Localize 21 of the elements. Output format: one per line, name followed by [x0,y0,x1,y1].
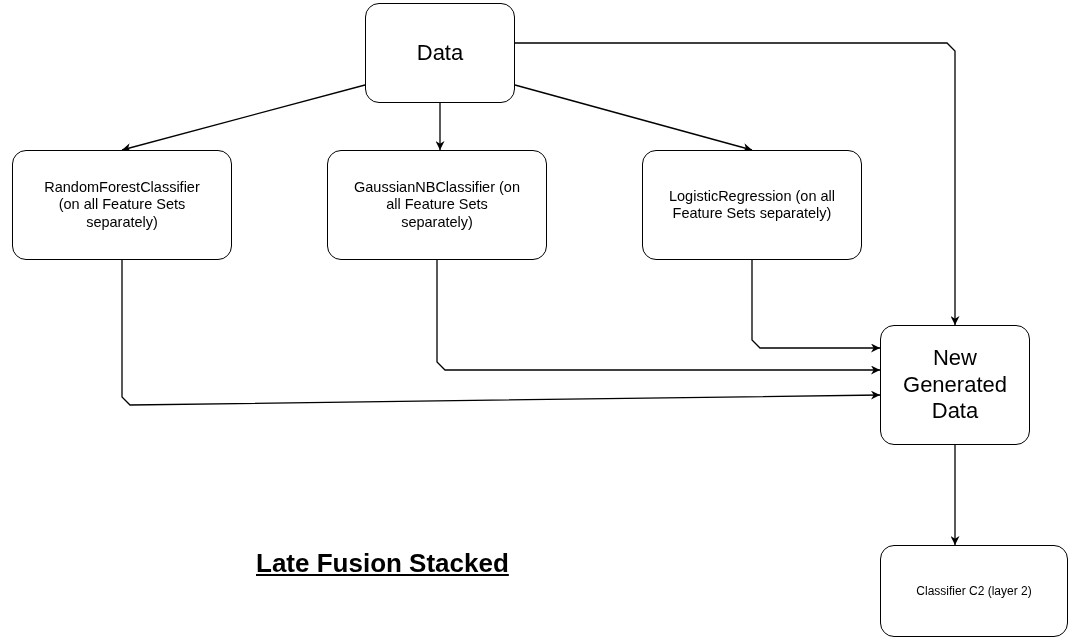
arrow [950,444,960,546]
box-label: New Generated Data [902,345,1008,425]
arrow [514,42,960,326]
arrow [435,102,445,151]
box-label: RandomForestClassifier (on all Feature Sets separately) [43,178,201,232]
box-label: Data [416,39,464,67]
arrow [751,259,881,353]
box-label: LogisticRegression (on all Feature Sets separately) [668,187,836,223]
arrow [514,84,753,152]
diagram-title: Late Fusion Stacked [256,548,509,579]
arrow [121,259,881,406]
process-box [642,150,862,260]
arrow [121,84,366,152]
box-label: Classifier C2 (layer 2) [916,583,1032,599]
box-label: GaussianNBClassifier (on all Feature Sets separately) [353,178,521,232]
process-box [880,325,1030,445]
process-box [365,3,515,103]
process-box [12,150,232,260]
arrow [436,259,881,375]
process-box [880,545,1068,637]
process-box [327,150,547,260]
